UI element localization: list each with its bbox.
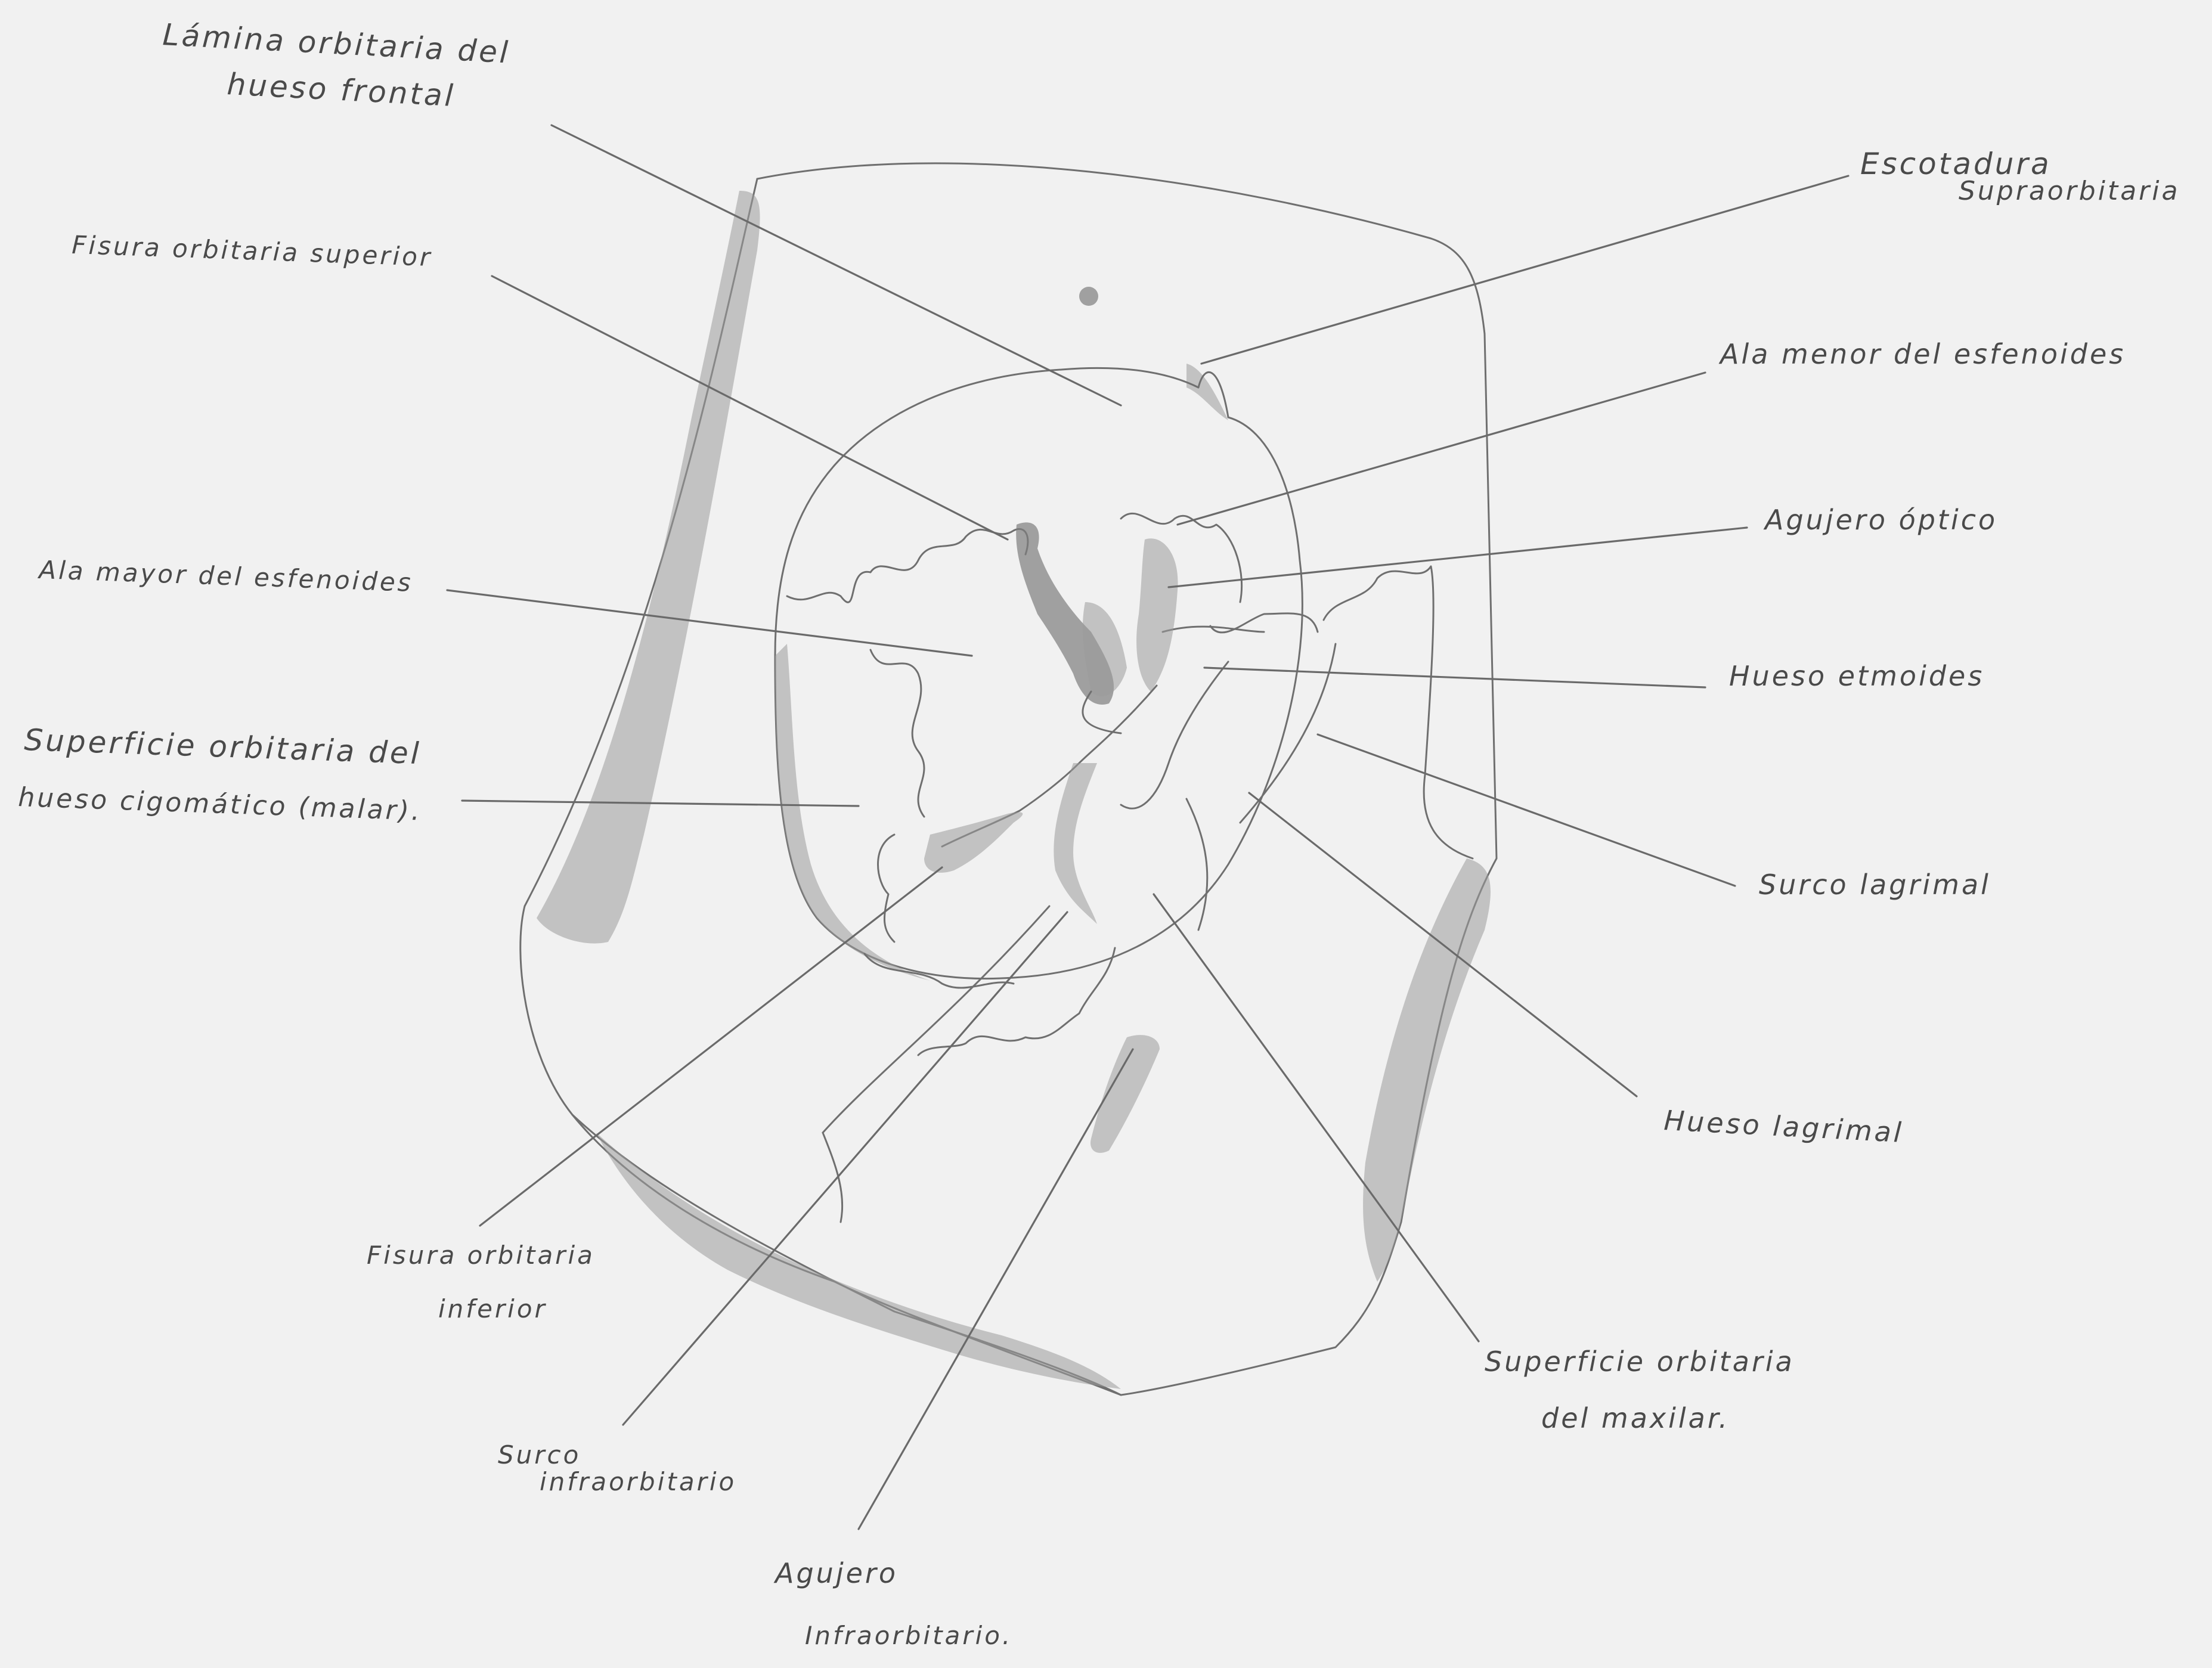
- labels: Lámina orbitaria del hueso frontal Escot…: [18, 17, 2180, 1650]
- label-hueso-etmoides: Hueso etmoides: [1729, 660, 1984, 692]
- label-hueso-lagrimal: Hueso lagrimal: [1663, 1104, 1904, 1149]
- orbital-rim: [775, 368, 1302, 981]
- bone-shading: [537, 191, 1491, 1389]
- label-agujero-infra-line2: Infraorbitario.: [805, 1621, 1012, 1650]
- leader-agujero-optico: [1169, 528, 1747, 587]
- label-surco-lagrimal: Surco lagrimal: [1759, 869, 1991, 901]
- leader-ala-mayor: [447, 590, 972, 656]
- leader-agujero-infra: [859, 1049, 1133, 1529]
- leader-hueso-lagrimal: [1249, 793, 1637, 1096]
- leader-ala-menor: [1178, 373, 1705, 525]
- label-surco-infra-line2: infraorbitario: [540, 1467, 736, 1496]
- label-surco-infra-line1: Surco: [498, 1440, 581, 1469]
- label-agujero-infra-line1: Agujero: [773, 1557, 898, 1589]
- leader-surco-lagrimal: [1318, 734, 1735, 886]
- label-lamina-frontal-line2: hueso frontal: [226, 67, 456, 113]
- leader-fisura-superior: [492, 276, 1008, 540]
- leader-escotadura: [1201, 176, 1848, 364]
- label-ala-menor: Ala menor del esfenoides: [1718, 338, 2126, 370]
- fissures: [924, 522, 1178, 924]
- label-maxilar-line1: Superficie orbitaria: [1485, 1345, 1795, 1378]
- label-fisura-inferior-line1: Fisura orbitaria: [367, 1241, 595, 1270]
- label-ala-mayor: Ala mayor del esfenoides: [37, 555, 414, 597]
- label-agujero-optico: Agujero óptico: [1763, 504, 1997, 536]
- label-cigomatico-line2: hueso cigomático (malar).: [18, 782, 423, 827]
- leader-lines: [447, 125, 1848, 1529]
- leader-etmoides: [1204, 668, 1705, 687]
- label-maxilar-line2: del maxilar.: [1541, 1402, 1730, 1434]
- label-escotadura-line2: Supraorbitaria: [1959, 176, 2180, 206]
- label-fisura-superior: Fisura orbitaria superior: [72, 230, 433, 272]
- label-cigomatico-line1: Superficie orbitaria del: [24, 723, 422, 771]
- label-lamina-frontal-line1: Lámina orbitaria del: [162, 17, 511, 70]
- label-fisura-inferior-line2: inferior: [438, 1294, 547, 1323]
